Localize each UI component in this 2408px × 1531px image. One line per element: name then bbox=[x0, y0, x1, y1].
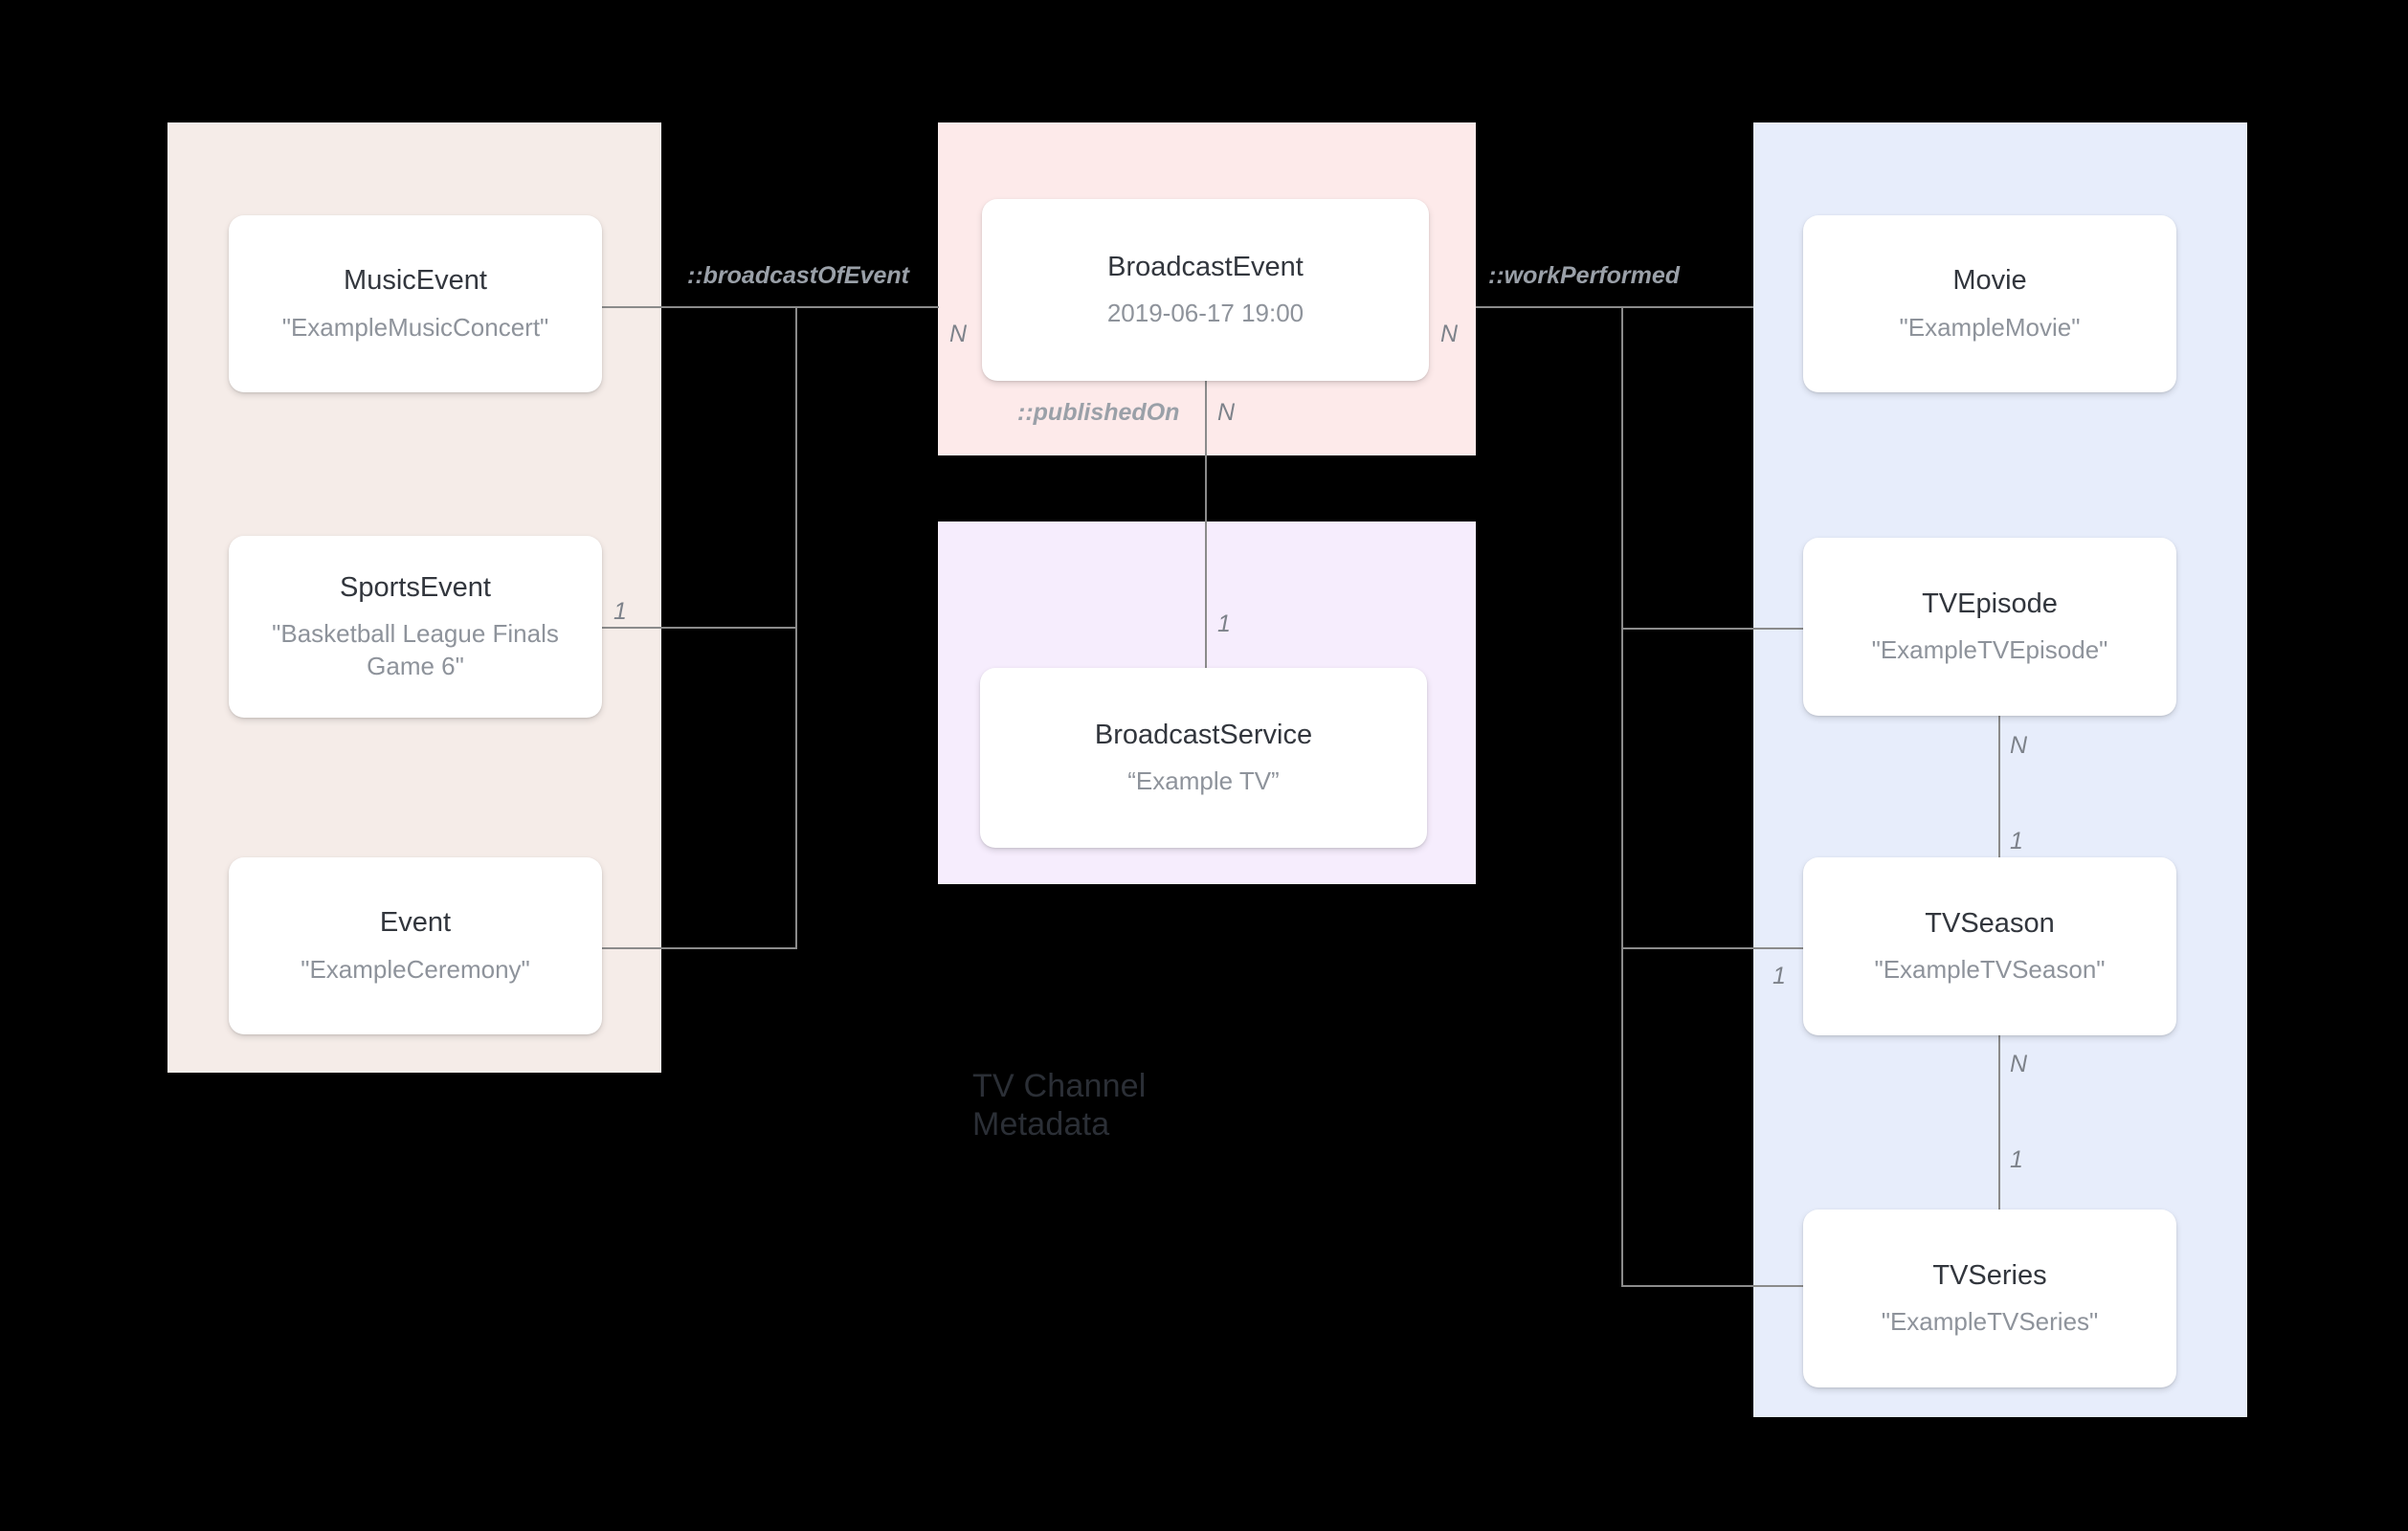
node-sports-event[interactable]: SportsEvent "Basketball League Finals Ga… bbox=[229, 536, 602, 718]
edge-label-broadcast-of-event: ::broadcastOfEvent bbox=[687, 262, 909, 289]
connector-right-bus-to-tv-episode bbox=[1621, 628, 1803, 630]
node-movie-type: Movie bbox=[1952, 265, 2027, 297]
node-broadcast-service-type: BroadcastService bbox=[1094, 719, 1313, 750]
node-tv-season-type: TVSeason bbox=[1925, 907, 2055, 939]
node-broadcast-service-value: “Example TV” bbox=[1127, 766, 1280, 796]
node-sports-event-value: "Basketball League Finals Game 6" bbox=[272, 619, 559, 681]
node-tv-episode-value: "ExampleTVEpisode" bbox=[1871, 635, 2108, 665]
node-tv-episode-type: TVEpisode bbox=[1922, 588, 2058, 619]
node-tv-episode[interactable]: TVEpisode "ExampleTVEpisode" bbox=[1803, 538, 2176, 716]
node-broadcast-event-type: BroadcastEvent bbox=[1107, 251, 1304, 282]
connector-published-on bbox=[1205, 381, 1207, 668]
cardinality-tv-episode-n: N bbox=[2010, 732, 2028, 759]
connector-sports-event-stub bbox=[601, 627, 796, 629]
node-music-event[interactable]: MusicEvent "ExampleMusicConcert" bbox=[229, 215, 602, 392]
node-event[interactable]: Event "ExampleCeremony" bbox=[229, 857, 602, 1034]
node-movie-value: "ExampleMovie" bbox=[1899, 312, 2081, 342]
cardinality-broadcast-event-right: N bbox=[1440, 321, 1459, 347]
node-broadcast-service[interactable]: BroadcastService “Example TV” bbox=[980, 668, 1427, 848]
cardinality-broadcast-service: 1 bbox=[1217, 610, 1231, 637]
connector-event-stub bbox=[601, 947, 796, 949]
node-sports-event-type: SportsEvent bbox=[340, 572, 491, 604]
cardinality-tv-series-one: 1 bbox=[2010, 1146, 2023, 1173]
node-tv-season-value: "ExampleTVSeason" bbox=[1874, 955, 2106, 985]
node-tv-series[interactable]: TVSeries "ExampleTVSeries" bbox=[1803, 1209, 2176, 1387]
node-event-type: Event bbox=[379, 907, 452, 939]
cardinality-published-on-n: N bbox=[1217, 399, 1236, 426]
node-event-value: "ExampleCeremony" bbox=[301, 954, 530, 984]
connector-left-bus-to-broadcast-event bbox=[795, 306, 939, 308]
node-tv-series-type: TVSeries bbox=[1932, 1259, 2047, 1291]
edge-label-work-performed: ::workPerformed bbox=[1488, 262, 1681, 289]
node-broadcast-event[interactable]: BroadcastEvent 2019-06-17 19:00 bbox=[982, 199, 1429, 381]
node-broadcast-event-value: 2019-06-17 19:00 bbox=[1106, 299, 1304, 328]
cardinality-sports-event: 1 bbox=[613, 598, 627, 625]
node-tv-series-value: "ExampleTVSeries" bbox=[1881, 1307, 2099, 1337]
connector-broadcast-event-to-movie bbox=[1476, 306, 1753, 308]
connector-tv-season-to-tv-series bbox=[1998, 1035, 2000, 1209]
cardinality-tv-season-left-one: 1 bbox=[1773, 963, 1786, 989]
connector-left-bus bbox=[795, 306, 797, 949]
node-music-event-type: MusicEvent bbox=[344, 265, 487, 297]
node-tv-season[interactable]: TVSeason "ExampleTVSeason" bbox=[1803, 857, 2176, 1035]
connector-right-bus bbox=[1621, 306, 1623, 1286]
node-movie[interactable]: Movie "ExampleMovie" bbox=[1803, 215, 2176, 392]
cardinality-tv-season-n: N bbox=[2010, 1051, 2028, 1077]
connector-tv-episode-to-tv-season bbox=[1998, 716, 2000, 888]
connector-music-event-stub bbox=[601, 306, 796, 308]
cardinality-tv-season-one: 1 bbox=[2010, 828, 2023, 854]
node-music-event-value: "ExampleMusicConcert" bbox=[281, 312, 549, 342]
connector-right-bus-to-tv-season bbox=[1621, 947, 1803, 949]
edge-label-published-on: ::publishedOn bbox=[1017, 399, 1180, 426]
cardinality-broadcast-event-left: N bbox=[949, 321, 968, 347]
group-title-tv-channel-metadata: TV Channel Metadata bbox=[972, 1068, 1147, 1143]
connector-right-bus-to-tv-series bbox=[1621, 1285, 1803, 1287]
